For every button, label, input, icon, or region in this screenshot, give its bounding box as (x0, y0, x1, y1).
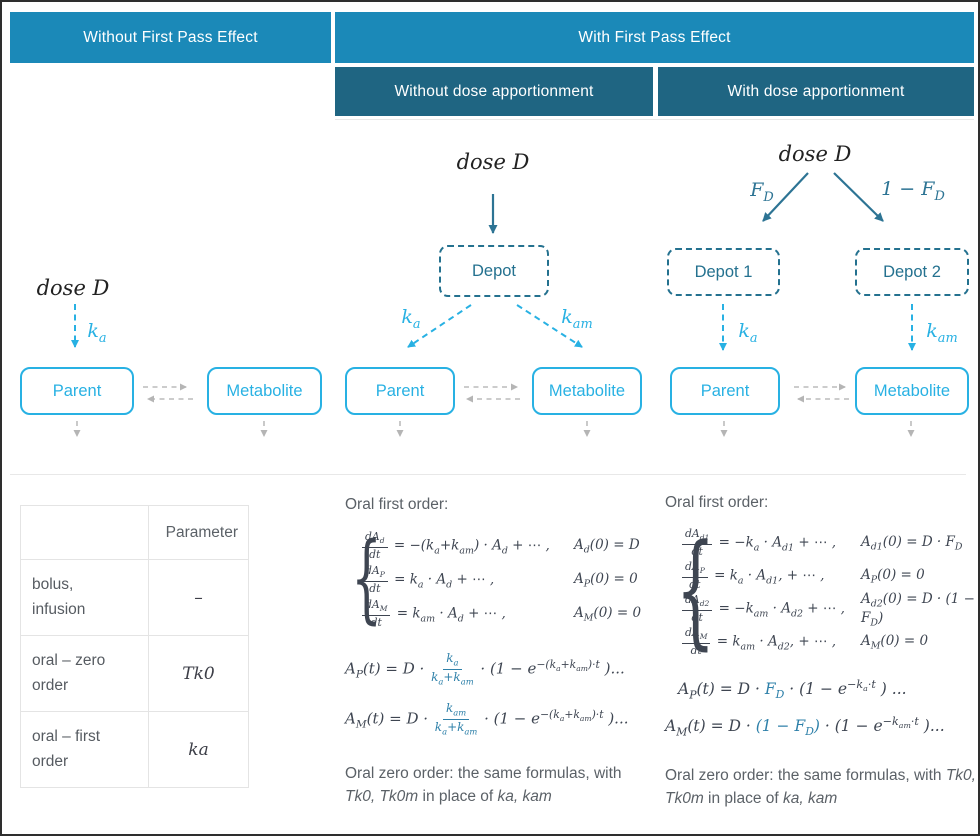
ode-initial-condition: AM(0) = 0 (861, 633, 929, 652)
note-oral-zero-order-mid: Oral zero order: the same formulas, with… (345, 762, 654, 809)
header-without-first-pass: Without First Pass Effect (10, 12, 331, 63)
row-label-bolus-infusion: bolus, infusion (20, 559, 149, 636)
node-depot2-right: Depot 2 (855, 248, 969, 296)
parameter-table: Parameter bolus, infusion – oral – zero … (20, 505, 249, 788)
node-depot1-right: Depot 1 (667, 248, 780, 296)
subheader-with-dose-apportionment: With dose apportionment (658, 67, 974, 116)
label-ka-left: ka (87, 320, 107, 346)
note-italic: ka, kam (783, 789, 838, 807)
label-kam-mid: kam (561, 306, 593, 332)
note-text: in place of (703, 789, 784, 807)
node-metabolite-mid: Metabolite (532, 367, 642, 415)
row-value-oral-first-order: ka (148, 711, 249, 788)
system-brace: { (351, 522, 382, 635)
label-ka-right: ka (738, 320, 758, 346)
node-metabolite-left: Metabolite (207, 367, 322, 415)
table-row: oral – first order ka (20, 711, 249, 788)
subheader-divider (335, 119, 974, 120)
node-parent-left: Parent (20, 367, 134, 415)
row-label-oral-zero-order: oral – zero order (20, 635, 149, 712)
table-row: bolus, infusion – (20, 559, 249, 636)
table-row: oral – zero order Tk0 (20, 635, 249, 712)
node-metabolite-right: Metabolite (855, 367, 969, 415)
label-fd: FD (750, 179, 774, 205)
row-value-bolus-infusion: – (148, 559, 249, 636)
section-divider (10, 474, 966, 475)
system-brace: { (675, 518, 716, 663)
heading-oral-first-order-right: Oral first order: (665, 494, 769, 511)
ode-initial-condition: Ad2(0) = D · (1 − FD) (861, 590, 975, 629)
table-header-empty (20, 505, 149, 560)
ode-initial-condition: Ad1(0) = D · FD (861, 534, 963, 553)
note-text: Oral zero order: the same formulas, with (665, 766, 946, 784)
ode-initial-condition: AM(0) = 0 (574, 604, 642, 624)
ode-initial-condition: AP(0) = 0 (574, 570, 638, 590)
row-label-oral-first-order: oral – first order (20, 711, 149, 788)
label-dose-left: dose D (36, 276, 110, 300)
node-parent-right: Parent (670, 367, 780, 415)
table-header-row: Parameter (20, 505, 249, 560)
label-dose-right: dose D (778, 142, 852, 166)
arrow-dose-to-depot2 (833, 172, 884, 222)
note-text: in place of (418, 788, 498, 806)
solution-parent-right: AP(t) = D · FD · (1 − e−ka·t ) ... (678, 678, 907, 702)
label-ka-mid: ka (401, 306, 421, 332)
note-italic: ka, kam (497, 788, 552, 806)
note-italic: Tk0, Tk0m (665, 766, 976, 807)
label-one-minus-fd: 1 − FD (881, 178, 945, 204)
note-italic: Tk0, Tk0m (345, 788, 419, 806)
node-depot-mid: Depot (439, 245, 549, 297)
node-parent-mid: Parent (345, 367, 455, 415)
label-dose-mid: dose D (456, 150, 530, 174)
table-header-parameter: Parameter (148, 505, 249, 560)
solution-metabolite-right: AM(t) = D · (1 − FD) · (1 − e−kam·t )... (665, 715, 945, 739)
note-text: Oral zero order: the same formulas, with (345, 765, 622, 783)
header-with-first-pass: With First Pass Effect (335, 12, 974, 63)
ode-initial-condition: Ad(0) = D (574, 536, 640, 556)
row-value-oral-zero-order: Tk0 (148, 635, 249, 712)
label-kam-right: kam (926, 320, 958, 346)
note-oral-zero-order-right: Oral zero order: the same formulas, with… (665, 764, 978, 811)
heading-oral-first-order-mid: Oral first order: (345, 496, 449, 513)
subheader-without-dose-apportionment: Without dose apportionment (335, 67, 653, 116)
ode-initial-condition: AP(0) = 0 (861, 567, 925, 586)
